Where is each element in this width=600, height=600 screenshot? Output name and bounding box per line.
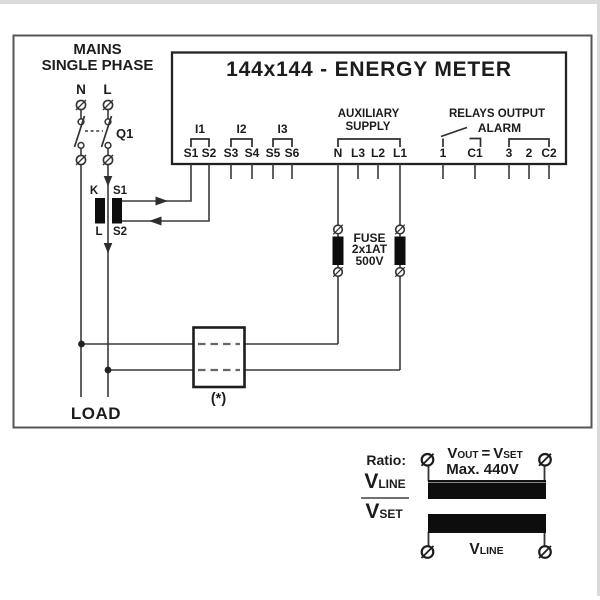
fuse-label-line2: 2x1AT bbox=[351, 241, 388, 256]
ratio-numerator-main: V bbox=[364, 470, 379, 493]
relay-terminal-c2: C2 bbox=[541, 146, 557, 160]
current-direction-arrows bbox=[103, 176, 168, 254]
meter-terminal-s5: S5 bbox=[265, 146, 281, 160]
ratio-denominator-main: V bbox=[365, 499, 380, 523]
vline-bottom-label: VLINE bbox=[469, 542, 503, 558]
relay-terminal-3: 3 bbox=[505, 146, 513, 160]
ratio-numerator-sub: LINE bbox=[378, 477, 406, 491]
ct-terminal-s2-label: S2 bbox=[112, 225, 128, 238]
mains-terminal-n-label: N bbox=[76, 82, 86, 97]
scan-artifact-right bbox=[596, 4, 600, 596]
relay-terminal-c1: C1 bbox=[467, 146, 483, 160]
fuse-label-line3: 500V bbox=[355, 253, 384, 268]
relay-terminal-2: 2 bbox=[525, 146, 533, 160]
diagram-border bbox=[12, 34, 593, 429]
vset-sub: SET bbox=[503, 450, 523, 461]
vout-main: V bbox=[447, 445, 458, 462]
meter-terminal-l1: L1 bbox=[392, 146, 408, 160]
fuse-label-line1: FUSE bbox=[353, 230, 386, 245]
equals-sign: = bbox=[481, 445, 491, 462]
junction-dots bbox=[78, 340, 112, 374]
ratio-denominator: VSET bbox=[365, 501, 402, 522]
meter-terminal-s2: S2 bbox=[201, 146, 217, 160]
meter-title: 144x144 - ENERGY METER bbox=[226, 57, 512, 81]
ct-terminal-s1-label: S1 bbox=[112, 184, 128, 197]
relays-label-line1: RELAYS OUTPUT bbox=[448, 108, 546, 120]
mains-label-line2: SINGLE PHASE bbox=[41, 56, 154, 74]
group-label-i3: I3 bbox=[277, 122, 288, 136]
breaker-q1-label: Q1 bbox=[116, 126, 134, 141]
meter-terminal-s6: S6 bbox=[284, 146, 300, 160]
voltage-transformer-symbol bbox=[420, 452, 552, 559]
isolation-transformer-label: (*) bbox=[210, 391, 227, 407]
group-label-i2: I2 bbox=[236, 122, 247, 136]
relays-label-line2: ALARM bbox=[477, 121, 522, 135]
ct-terminal-l-label: L bbox=[95, 225, 103, 238]
vset-main: V bbox=[493, 445, 504, 462]
mains-label-line1: MAINS bbox=[73, 41, 122, 58]
ratio-denominator-sub: SET bbox=[379, 506, 403, 521]
ct-terminal-k-label: K bbox=[89, 184, 99, 197]
meter-terminal-l2: L2 bbox=[370, 146, 386, 160]
relay-terminal-1: 1 bbox=[439, 146, 447, 160]
meter-terminal-s3: S3 bbox=[223, 146, 239, 160]
ratio-numerator: VLINE bbox=[364, 471, 405, 492]
ratio-fraction-line bbox=[361, 497, 409, 500]
meter-terminal-s4: S4 bbox=[244, 146, 260, 160]
breaker-q1-symbol bbox=[73, 99, 114, 166]
isolation-transformer-box bbox=[192, 326, 246, 389]
terminal-group-brackets bbox=[190, 138, 550, 147]
aux-supply-label-line1: AUXILIARY bbox=[337, 108, 400, 120]
meter-terminal-l3: L3 bbox=[350, 146, 366, 160]
mains-terminal-l-label: L bbox=[103, 82, 112, 97]
vline-main: V bbox=[469, 541, 480, 558]
vout-equals-vset-label: VOUT=VSET bbox=[447, 446, 522, 461]
fuse-symbols bbox=[332, 224, 406, 278]
current-transformer-symbol bbox=[95, 198, 122, 224]
meter-terminal-n: N bbox=[333, 146, 343, 160]
relay-contact-symbol bbox=[440, 126, 482, 147]
load-label: LOAD bbox=[70, 403, 122, 423]
aux-supply-label-line2: SUPPLY bbox=[345, 121, 391, 133]
meter-terminal-s1: S1 bbox=[183, 146, 199, 160]
max-voltage-label: Max. 440V bbox=[446, 460, 519, 478]
group-label-i1: I1 bbox=[194, 122, 206, 136]
energy-meter-box bbox=[170, 51, 568, 166]
ratio-label: Ratio: bbox=[366, 451, 406, 468]
scan-artifact-top bbox=[0, 0, 600, 4]
vline-sub: LINE bbox=[479, 545, 504, 557]
vout-sub: OUT bbox=[457, 450, 479, 461]
